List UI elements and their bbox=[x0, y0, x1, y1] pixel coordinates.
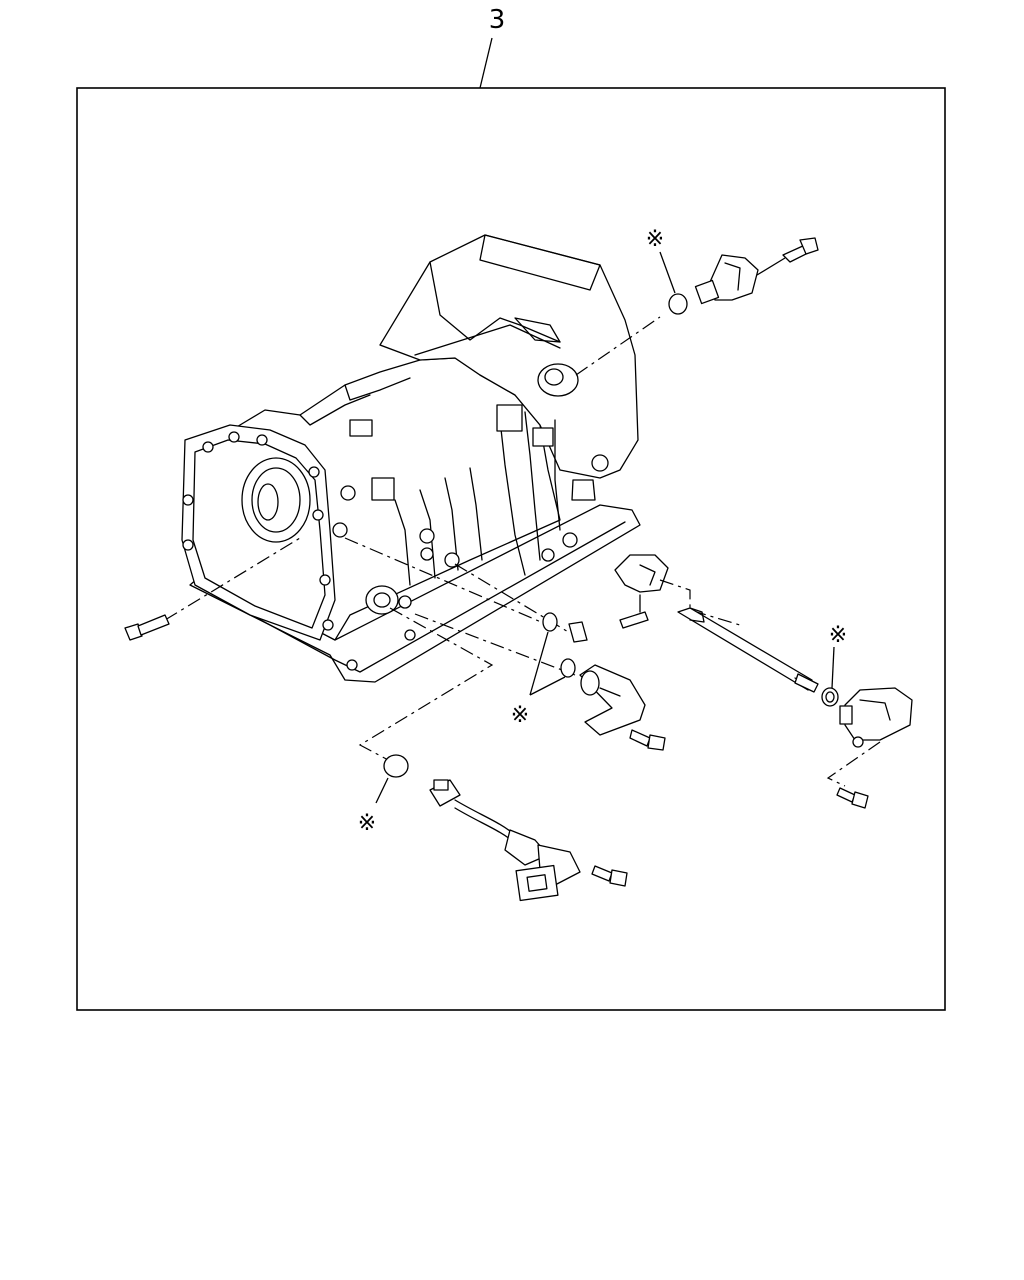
diagram-frame bbox=[76, 87, 946, 1011]
seal-marker-right: ※ bbox=[829, 623, 847, 648]
seal-marker-upper: ※ bbox=[646, 227, 664, 252]
speed-sensor-upper: ※ bbox=[575, 227, 819, 376]
shift-shaft bbox=[677, 607, 819, 693]
o-ring-lower bbox=[383, 754, 409, 778]
seal-right bbox=[821, 687, 839, 707]
detent-bracket bbox=[614, 554, 741, 629]
callout-leader bbox=[479, 37, 493, 89]
callout-number: 3 bbox=[489, 5, 506, 35]
o-ring-mid-1 bbox=[542, 612, 558, 632]
harness-connector: ※ bbox=[358, 607, 628, 902]
o-ring-upper bbox=[668, 293, 688, 315]
seal-marker-lower: ※ bbox=[358, 811, 376, 836]
inhibitor-switch: ※ bbox=[821, 623, 913, 809]
o-ring-mid-2 bbox=[560, 658, 576, 678]
speed-sensor-front: ※ bbox=[344, 537, 666, 751]
seal-marker-mid: ※ bbox=[511, 703, 529, 728]
bolt-left bbox=[124, 537, 301, 641]
transmission-assembly bbox=[181, 234, 641, 683]
